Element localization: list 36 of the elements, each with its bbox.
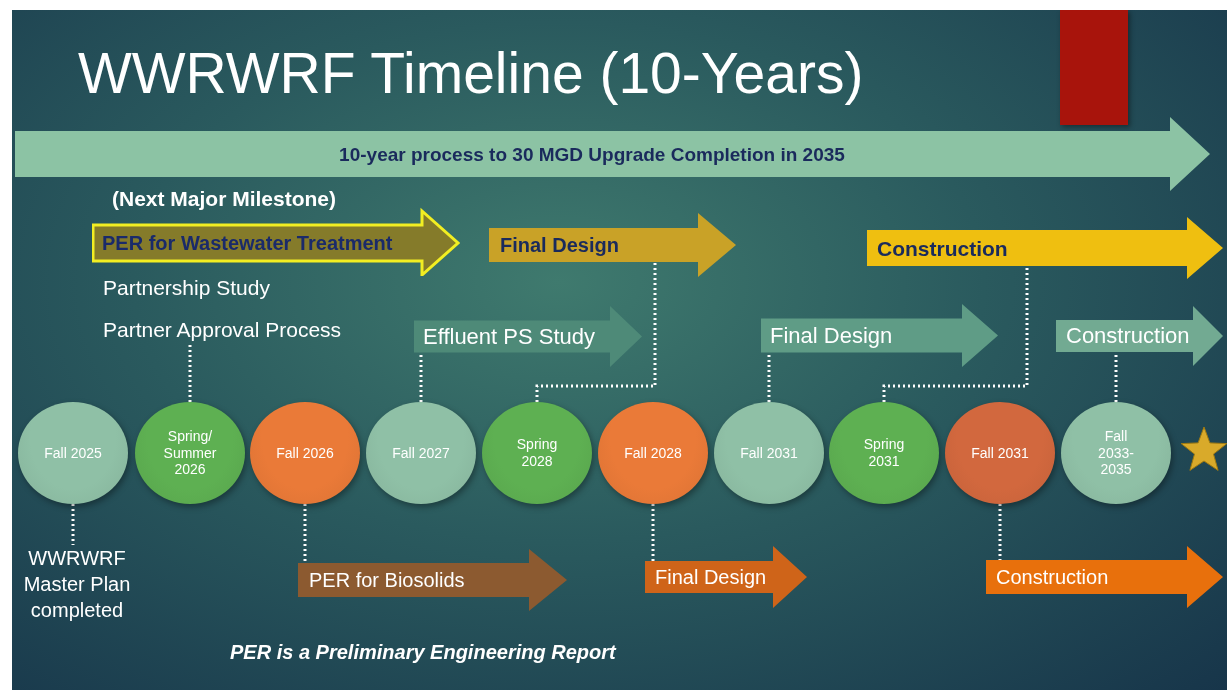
date-label: Fall 2027 [392,444,450,462]
phase-label: Construction [877,237,1008,259]
phase-label: Construction [1066,325,1190,347]
footnote: PER is a Preliminary Engineering Report [230,641,616,664]
dotted-connector [882,266,1029,402]
date-label: Fall 2026 [276,444,334,462]
phase-label: Construction [996,567,1109,587]
slide-title: WWRWRF Timeline (10-Years) [78,42,864,105]
date-label: Fall 2031 [971,444,1029,462]
dotted-connector [535,262,657,402]
date-label: Spring 2031 [862,436,906,470]
dotted-connector [71,504,75,545]
dotted-connector [419,352,423,402]
milestone-heading: (Next Major Milestone) [112,188,337,209]
dotted-connector [651,504,655,561]
dotted-connector [303,504,307,563]
note-text: WWRWRF Master Plan completed [18,545,136,623]
note-text: Partnership Study [103,276,270,300]
dotted-connector [188,343,192,402]
date-label: Fall 2028 [624,444,682,462]
phase-label: PER for Biosolids [309,570,465,590]
date-label: Fall 2031 [740,444,798,462]
phase-label: Final Design [770,324,893,347]
date-label: Spring/ Summer 2026 [162,427,218,479]
phase-label: Final Design [500,235,619,255]
dotted-connector [998,504,1002,560]
phase-label: PER for Wastewater Treatment [102,233,393,253]
note-text: Partner Approval Process [103,316,342,344]
date-label: Fall 2025 [44,444,102,462]
phase-label: Effluent PS Study [423,325,596,348]
phase-label: 10-year process to 30 MGD Upgrade Completion in 2035 [338,144,846,164]
phase-label: Final Design [655,567,767,587]
date-label: Spring 2028 [515,436,559,470]
date-label: Fall 2033-2035 [1097,427,1135,479]
dotted-connector [1114,352,1118,402]
dotted-connector [767,352,771,402]
